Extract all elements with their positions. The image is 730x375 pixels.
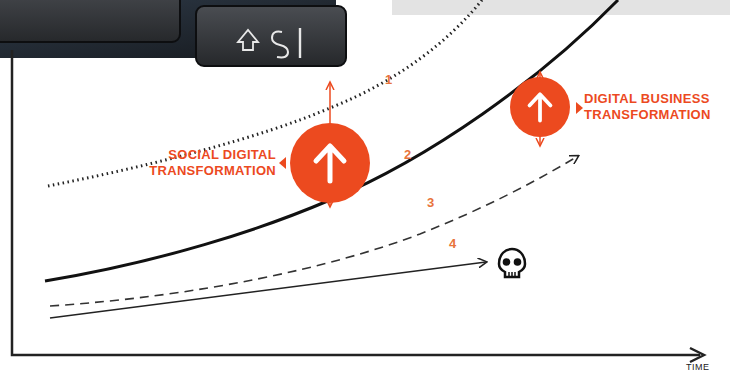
transformation-circle: SOCIAL DIGITAL TRANSFORMATION xyxy=(290,123,370,203)
node-heading: SOCIAL DIGITAL TRANSFORMATION xyxy=(148,147,276,179)
axis-arrow xyxy=(690,348,704,362)
circle-outline xyxy=(290,123,370,203)
callout-number: 1 xyxy=(385,72,392,87)
range-arrow xyxy=(329,82,331,124)
top-bar xyxy=(392,0,730,15)
red-circle xyxy=(290,123,370,203)
skull-symbol xyxy=(499,249,525,277)
node-heading: DIGITAL BUSINESS TRANSFORMATION xyxy=(584,91,724,123)
declining-line xyxy=(50,262,486,318)
callout-number: 2 xyxy=(404,147,411,162)
red-circle xyxy=(510,77,570,137)
transformation-circle: DIGITAL BUSINESS TRANSFORMATION xyxy=(510,77,570,137)
circle-outline xyxy=(510,77,570,137)
up-arrow-icon xyxy=(530,94,551,120)
dotted-curve xyxy=(48,0,482,186)
solid-curve xyxy=(45,0,618,281)
pointer-triangle xyxy=(279,157,286,169)
pointer-triangle xyxy=(576,102,583,114)
callout-number: 3 xyxy=(427,195,434,210)
up-arrow-icon xyxy=(316,146,344,181)
keyboard-photo xyxy=(0,0,346,66)
range-arrow xyxy=(539,136,541,146)
callout-number: 4 xyxy=(449,236,456,251)
axis-label: TIME xyxy=(686,362,710,372)
